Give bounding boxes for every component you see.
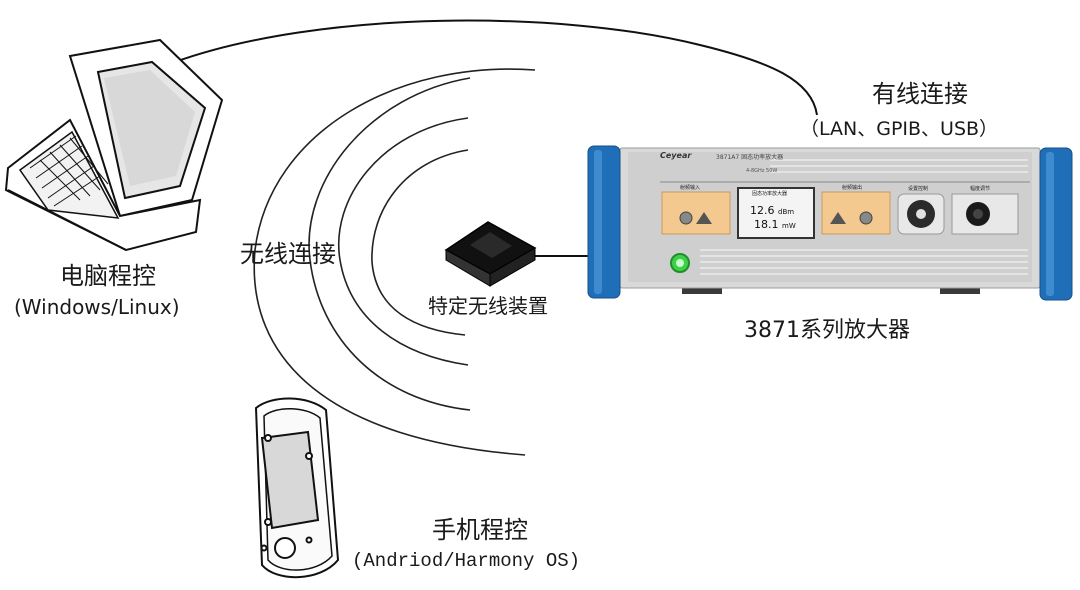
instrument-brand: Ceyear (660, 151, 692, 160)
pc-title: 电脑程控 (60, 262, 156, 290)
display-dbm-number: 12.6 (750, 204, 775, 217)
display-mw-number: 18.1 (754, 218, 779, 231)
wired-connection-title: 有线连接 (872, 80, 968, 108)
amplifier-label: 3871系列放大器 (744, 318, 910, 343)
wireless-device-label: 特定无线装置 (428, 294, 548, 318)
input-panel-label: 射频输入 (680, 185, 701, 191)
display-title: 固态功率放大器 (752, 191, 788, 197)
pc-os: (Windows/Linux) (14, 295, 180, 319)
output-panel-label: 射频输出 (842, 185, 863, 191)
nav-panel-label: 设置控制 (908, 186, 929, 192)
phone-icon (254, 397, 340, 579)
wired-cable (174, 19, 818, 116)
display-dbm-unit: dBm (778, 208, 795, 216)
instrument-model: 3871A7 固态功率放大器 (716, 154, 784, 161)
wireless-connection-label: 无线连接 (240, 240, 336, 268)
wireless-arcs (253, 68, 536, 456)
laptop-icon (4, 38, 224, 252)
knob-panel-label: 幅度调节 (970, 186, 991, 192)
instrument-range: 4-8GHz 50W (746, 168, 778, 174)
wired-connection-detail: （LAN、GPIB、USB） (800, 118, 999, 140)
display-dbm-value: 12.6 dBm (750, 204, 794, 217)
amplifier-instrument (587, 145, 1073, 301)
display-mw-unit: mW (782, 222, 796, 230)
phone-os: (Andriod/Harmony OS) (352, 550, 581, 572)
wireless-device-icon (444, 221, 537, 287)
display-mw-value: 18.1 mW (754, 218, 796, 231)
phone-title: 手机程控 (432, 516, 528, 544)
